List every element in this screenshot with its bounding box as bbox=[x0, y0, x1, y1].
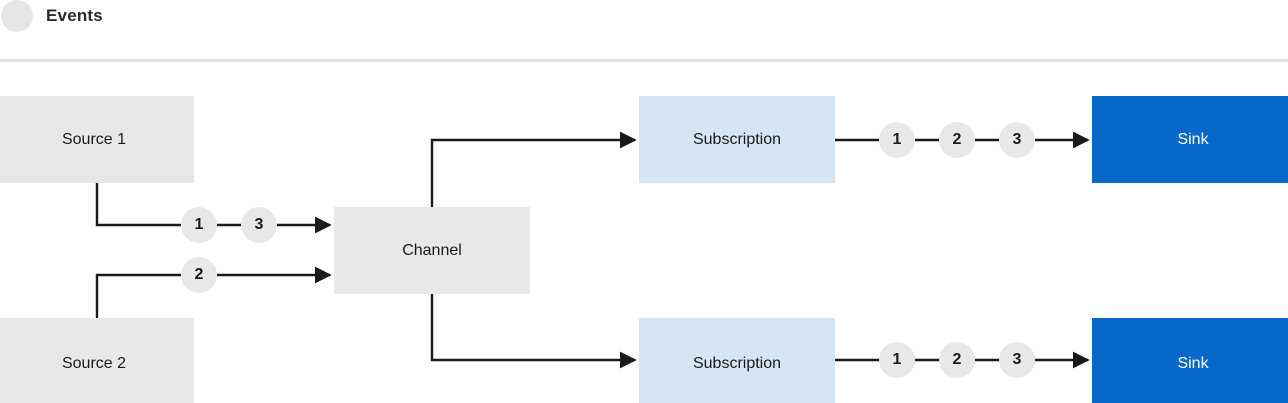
event-token: 3 bbox=[999, 342, 1035, 378]
wire-source2-to-channel bbox=[95, 266, 332, 318]
header-divider bbox=[0, 59, 1288, 62]
event-token: 2 bbox=[939, 122, 975, 158]
node-subscription-1-label: Subscription bbox=[692, 130, 782, 148]
event-token-label: 1 bbox=[892, 131, 902, 148]
node-source-1[interactable]: Source 1 bbox=[0, 96, 194, 183]
event-token-label: 3 bbox=[254, 216, 264, 233]
event-token-label: 3 bbox=[1012, 131, 1022, 148]
event-token: 2 bbox=[939, 342, 975, 378]
legend-label: Events bbox=[46, 6, 103, 25]
node-subscription-2-label: Subscription bbox=[692, 355, 782, 372]
legend: Events bbox=[0, 0, 300, 34]
node-sink-1[interactable]: Sink bbox=[1092, 96, 1288, 183]
event-token-label: 1 bbox=[194, 216, 204, 233]
event-token: 2 bbox=[181, 257, 217, 293]
node-sink-2[interactable]: Sink bbox=[1092, 318, 1288, 403]
node-source-1-label: Source 1 bbox=[61, 130, 127, 148]
event-token-label: 2 bbox=[952, 131, 962, 148]
event-token: 3 bbox=[999, 122, 1035, 158]
node-channel[interactable]: Channel bbox=[334, 207, 530, 294]
event-token: 1 bbox=[181, 207, 217, 243]
node-sink-1-label: Sink bbox=[1177, 130, 1209, 148]
event-token: 3 bbox=[241, 207, 277, 243]
node-channel-label: Channel bbox=[402, 241, 462, 259]
event-token-label: 2 bbox=[194, 266, 204, 283]
wire-channel-to-subscription2 bbox=[430, 294, 637, 369]
event-token: 1 bbox=[879, 122, 915, 158]
node-subscription-2[interactable]: Subscription bbox=[639, 318, 835, 403]
event-token-label: 2 bbox=[952, 351, 962, 368]
event-token-label: 1 bbox=[892, 351, 902, 368]
node-source-2-label: Source 2 bbox=[61, 355, 127, 372]
node-source-2[interactable]: Source 2 bbox=[0, 318, 194, 403]
wire-channel-to-subscription1 bbox=[430, 131, 637, 207]
node-sink-2-label: Sink bbox=[1177, 355, 1209, 372]
event-token: 1 bbox=[879, 342, 915, 378]
node-subscription-1[interactable]: Subscription bbox=[639, 96, 835, 183]
event-token-label: 3 bbox=[1012, 351, 1022, 368]
event-dot-icon bbox=[1, 0, 33, 32]
